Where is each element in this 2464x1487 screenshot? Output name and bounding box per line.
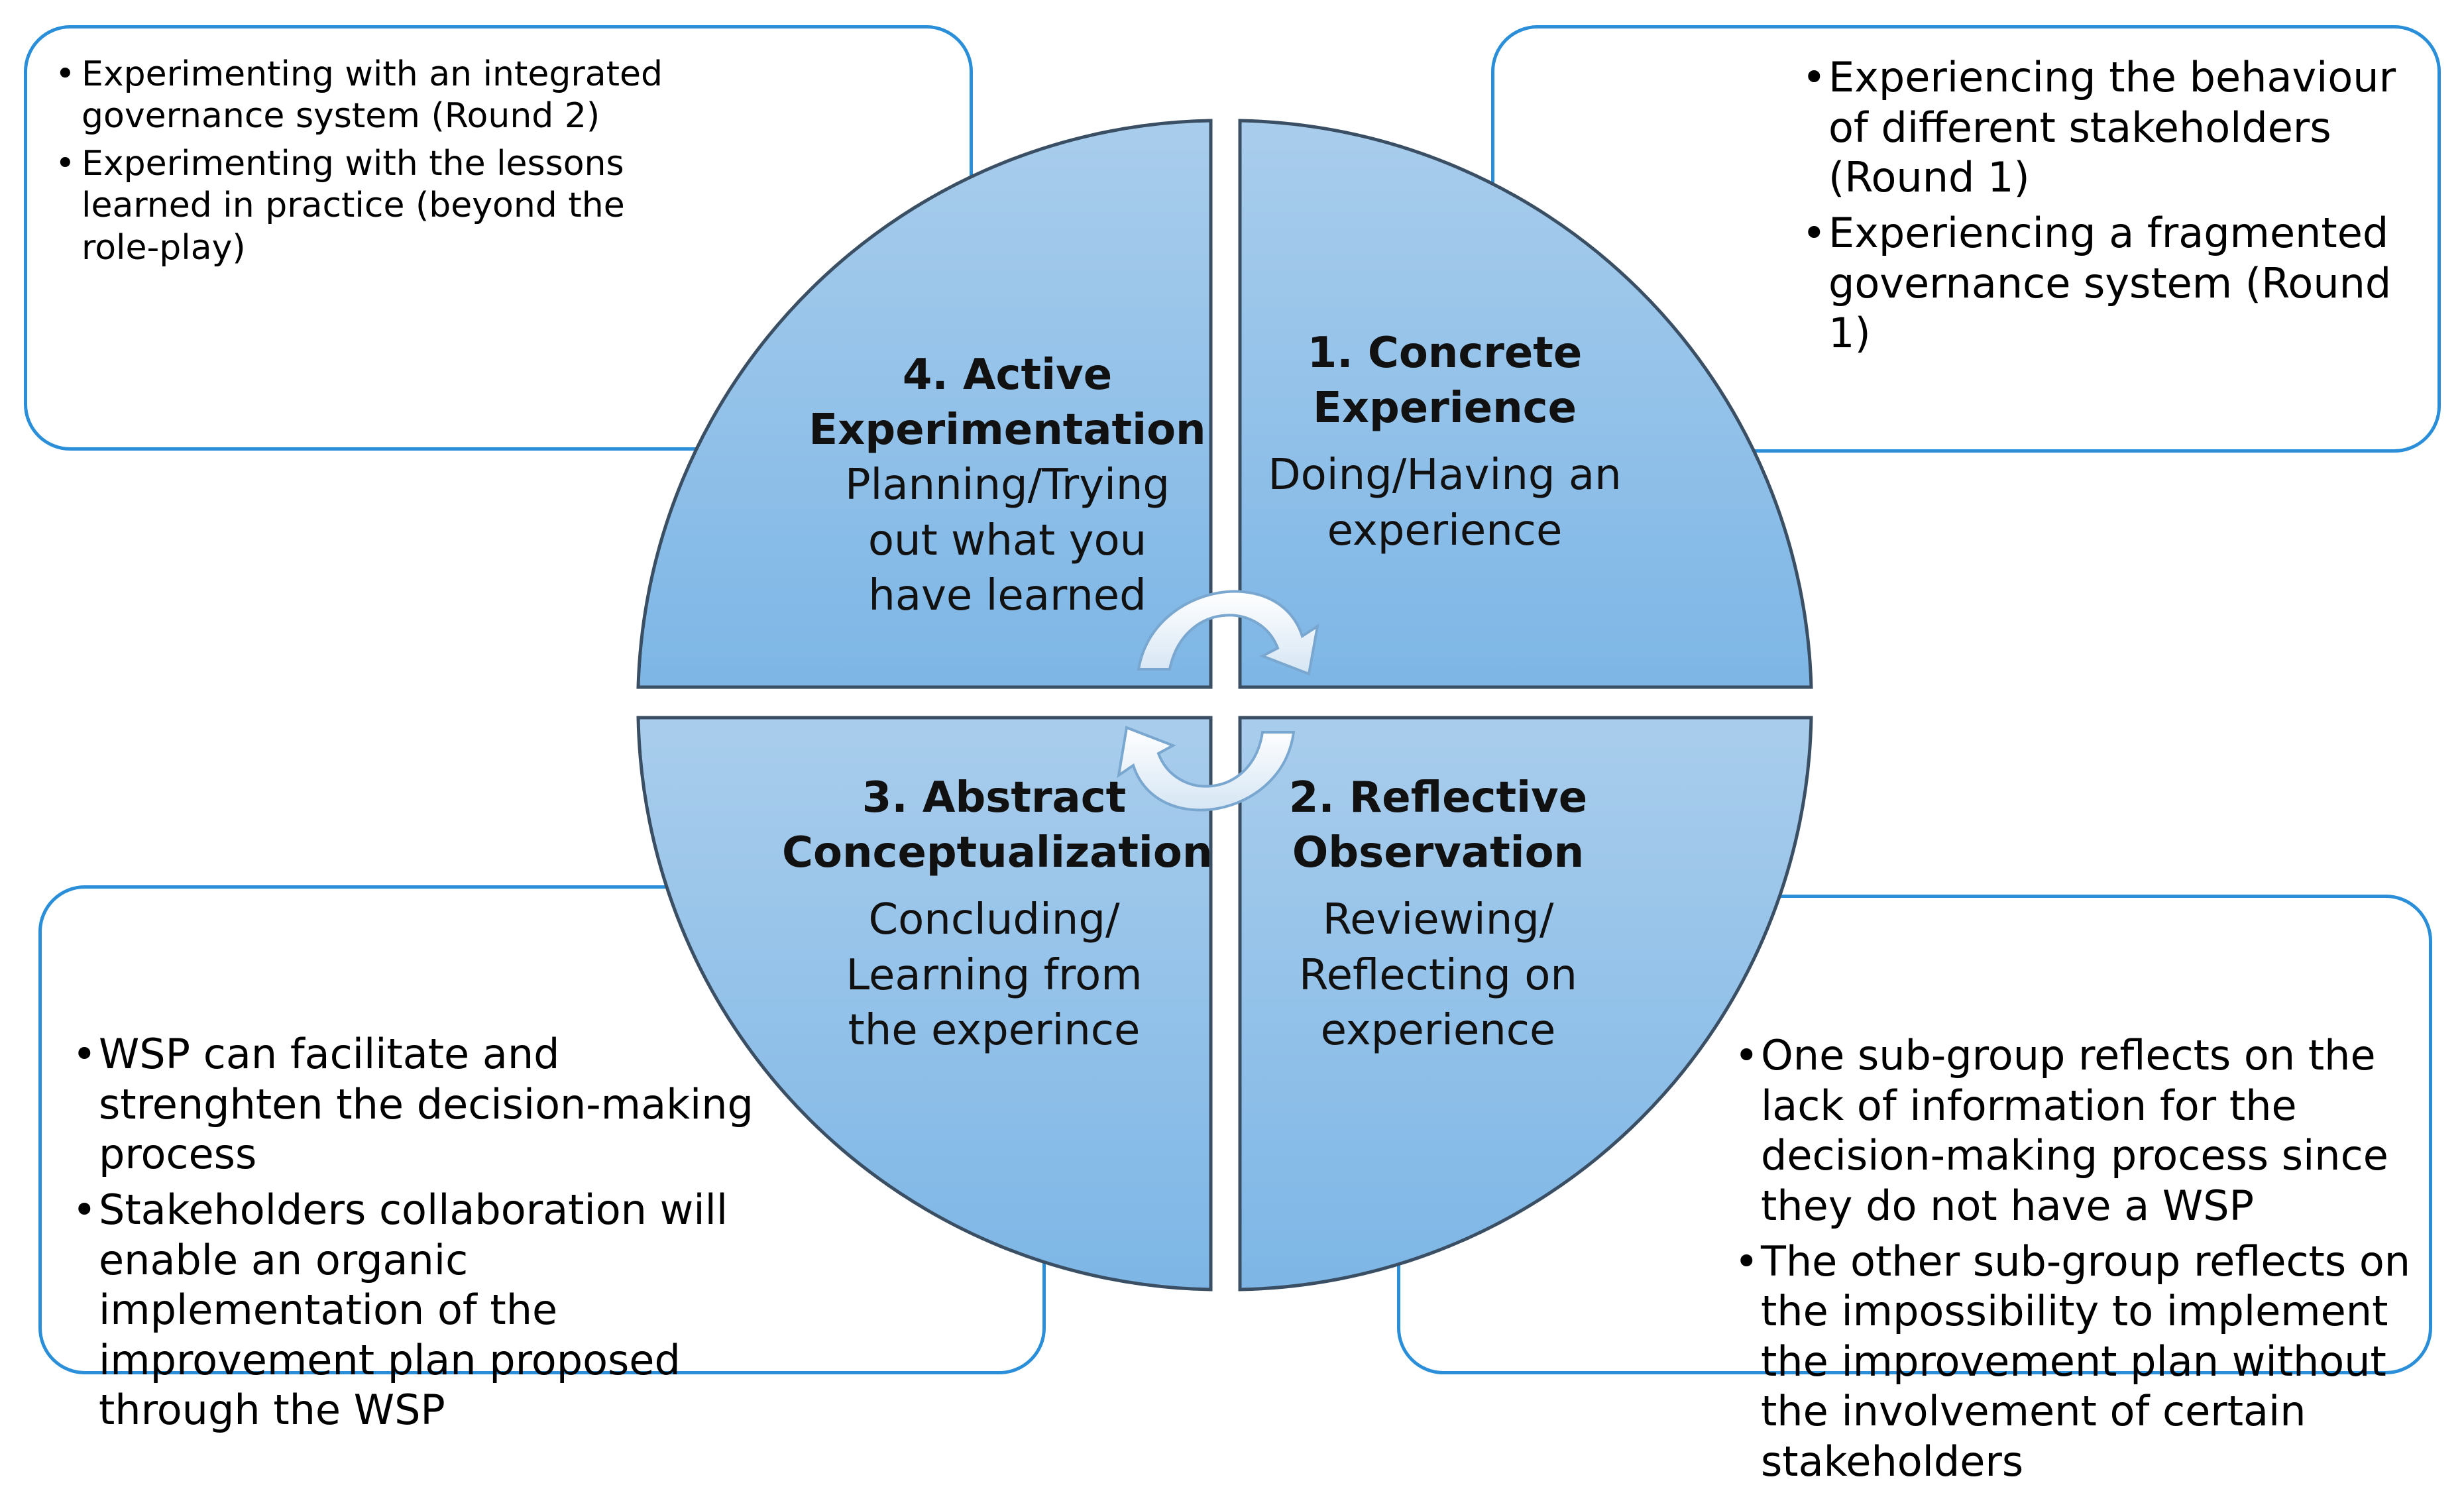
- quadrant-description: Planning/Trying out what you have learne…: [844, 461, 1170, 620]
- abstract-conceptualization-label: 3. Abstract Conceptualization Concluding…: [782, 771, 1213, 1058]
- reflective-observation-label: 2. Reflective Observation Reviewing/ Ref…: [1272, 771, 1604, 1058]
- list-item: Experimenting with an integrated governa…: [52, 54, 689, 138]
- quadrant-abstract-conceptualization: [636, 716, 1213, 1292]
- quadrant-description: Reviewing/ Reflecting on experience: [1299, 895, 1577, 1055]
- cycle-arrow-icon: [1117, 590, 1319, 812]
- quadrant-title: 1. Concrete Experience: [1307, 329, 1583, 433]
- list-item: Experiencing a fragmented governance sys…: [1799, 208, 2437, 358]
- active-experimentation-label: 4. Active Experimentation Planning/Tryin…: [782, 348, 1233, 624]
- quadrant-active-experimentation: [636, 119, 1213, 689]
- quadrant-reflective-observation: [1238, 716, 1813, 1292]
- quadrant-title: 2. Reflective Observation: [1288, 773, 1588, 878]
- list-item: WSP can facilitate and strenghten the de…: [70, 1029, 759, 1180]
- concrete-experience-label: 1. Concrete Experience Doing/Having an e…: [1259, 326, 1630, 559]
- box-top-left: Experimenting with an integrated governa…: [24, 25, 973, 451]
- list-item: One sub-group reflects on the lack of in…: [1732, 1030, 2414, 1231]
- quadrant-description: Doing/Having an experience: [1268, 451, 1622, 555]
- bullet-list: Experiencing the behaviour of different …: [1799, 52, 2437, 358]
- quadrant-description: Concluding/ Learning from the experince: [846, 895, 1143, 1055]
- quadrant-concrete-experience: [1238, 119, 1813, 689]
- bullet-list: Experimenting with an integrated governa…: [52, 54, 689, 269]
- quadrant-title: 4. Active Experimentation: [809, 351, 1206, 455]
- list-item: Experimenting with the lessons learned i…: [52, 143, 689, 269]
- quadrant-title: 3. Abstract Conceptualization: [782, 773, 1213, 878]
- kolb-cycle-wheel: [636, 119, 1813, 1292]
- list-item: Experiencing the behaviour of different …: [1799, 52, 2437, 203]
